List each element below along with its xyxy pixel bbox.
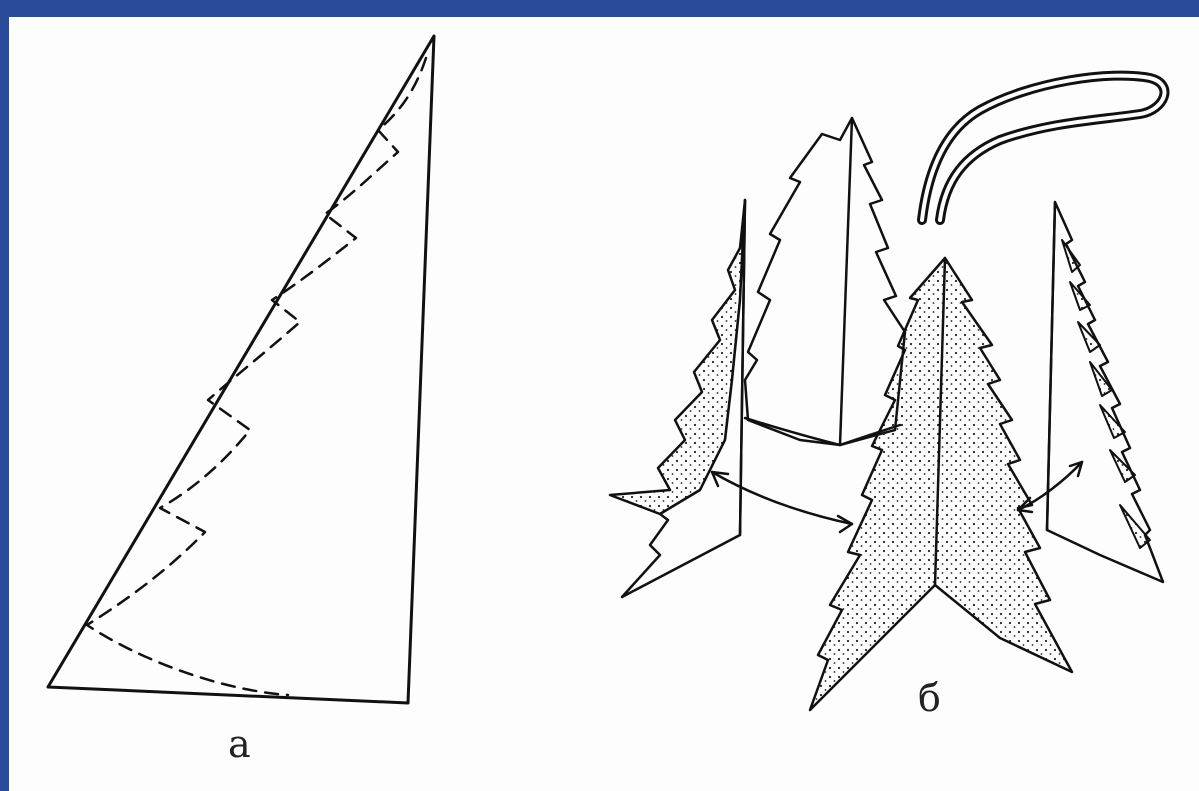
front-tree-fold <box>933 256 947 587</box>
tree-cut-line <box>85 56 428 697</box>
back-tree <box>743 116 907 447</box>
right-tree-dotted-strips <box>1061 239 1151 549</box>
panel-a-diagram <box>46 34 436 705</box>
left-tree-white <box>620 198 747 599</box>
back-tree-fold <box>838 116 854 447</box>
triangle-template <box>46 34 436 705</box>
arrow-left <box>710 470 854 534</box>
hanger-loop <box>917 70 1170 225</box>
panel-a-label: а <box>228 722 251 766</box>
panel-b-label: б <box>918 676 941 720</box>
hanger-loop-inner <box>920 73 1167 222</box>
arrow-right <box>1016 460 1084 514</box>
panel-b-diagram <box>608 70 1170 712</box>
right-tree-fold <box>1045 200 1057 532</box>
left-tree-fold <box>738 198 747 537</box>
